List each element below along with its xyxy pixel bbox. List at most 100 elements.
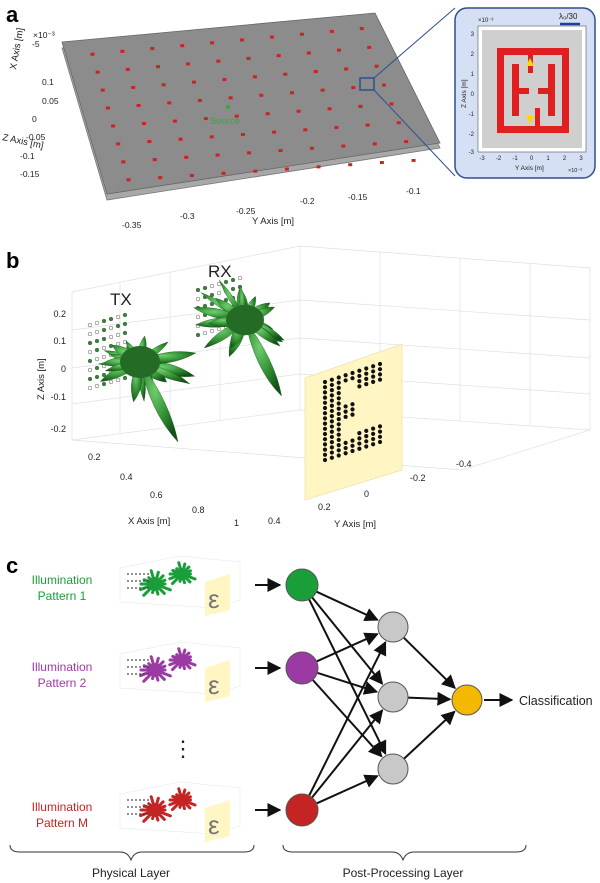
patternM-line2: Pattern M [36,816,88,830]
target-pixel [371,436,376,442]
array-element [87,385,93,391]
metasurface-plane [61,12,441,195]
b-x-tick-label: 1 [234,518,239,528]
inset-z-tick-label: -1 [469,112,475,118]
thumb-box [119,555,241,609]
thumb-element-dot [147,573,149,575]
target-pixel [364,428,369,433]
unit-cell [365,123,370,127]
array-element [87,331,93,337]
array-element [108,316,114,322]
source-marker [226,105,230,109]
target-pixel [322,421,328,426]
unit-cell [141,122,146,126]
thumb-element-dot [131,659,133,661]
target-epsilon-dots [322,361,383,463]
b-y-tick-label: 0 [364,489,369,499]
thumb-box [119,641,241,695]
inset-y-tick-label: 1 [546,156,550,162]
thumb-element-dot [139,799,141,801]
unit-cell [150,47,155,51]
network-edges [308,590,456,805]
unit-cell [125,67,130,71]
unit-cell [316,165,321,169]
target-pixel [371,374,376,379]
array-element [216,290,222,296]
network-edge [316,590,379,621]
target-pixel [322,390,328,395]
array-element [108,325,114,331]
unit-cell [126,178,131,182]
input-node-1 [285,568,319,602]
unit-cell [221,171,226,175]
b-y-axis-label: Y Axis [m] [334,519,376,530]
thumb-element-dot [147,659,149,661]
target-pixel [350,376,355,381]
target-pixel [343,404,348,409]
thumb-core [176,794,188,806]
feed-arrow-top [526,58,534,66]
thumb-element-dot [147,666,149,668]
unit-cell [253,169,258,173]
b-y-tick-label: -0.2 [410,473,426,483]
unit-cell [320,88,325,92]
array-element [94,374,100,380]
a-x-axis-label: X Axis [m] [8,27,26,71]
inset-y-tick-label: 3 [579,156,583,162]
inset-y-tick-label: -3 [479,156,485,162]
thumb-core [148,577,162,591]
target-pixel [322,395,328,400]
unit-cell [296,109,301,113]
network-edge [402,636,456,690]
array-element [87,358,93,364]
thumb-element-dot [135,806,137,808]
thumb-element-dot [135,799,137,801]
thumb-element-dot [135,659,137,661]
target-pixel [343,451,348,456]
array-element [101,318,107,324]
array-element [209,328,215,334]
a-y-tick-label: -0.35 [122,220,142,230]
target-pixel [336,422,341,427]
array-element [101,327,107,333]
thumb-element-dot [127,659,129,661]
array-element [230,286,236,292]
array-element [94,320,100,326]
thumb-element-dot [131,587,133,589]
inset-y-tick-label: -2 [496,156,502,162]
unit-cell [178,137,183,141]
target-pixel [322,431,328,437]
unit-cell [116,142,121,146]
target-pixel [377,367,383,372]
target-pixel [322,452,328,457]
thumb-target-plane [205,800,230,842]
target-pixel [357,446,362,451]
thumb-element-dot [147,799,149,801]
target-pixel [371,431,376,436]
panel-b-plot: TX RX Z Axis [m] 0.20.10-0.1-0.2 0.20.40… [36,245,591,530]
target-pixel [336,391,341,396]
array-element [101,336,107,342]
target-pixel [336,411,341,416]
a-y-tick-label: -0.2 [300,196,315,206]
unit-cell [396,121,401,125]
target-pixel [357,436,362,441]
unit-cell [215,153,220,157]
target-pixel [343,409,348,414]
thumb-element-dot [135,813,137,815]
target-pixel [371,369,376,374]
unit-cell-array [90,27,416,182]
target-pixel [329,450,334,455]
b-x-ticks: 0.20.40.60.81 [88,452,239,528]
physical-layer-label: Physical Layer [92,866,170,880]
target-pixel [350,370,355,376]
source-label: Source [210,116,240,127]
array-element [122,321,128,327]
thumb-element-dot [147,673,149,675]
unit-cell [359,27,364,31]
target-pixel [329,434,334,440]
thumb-element-dot [127,813,129,815]
unit-cell [374,64,379,68]
target-pixel [336,448,341,453]
unit-cell [121,160,126,164]
